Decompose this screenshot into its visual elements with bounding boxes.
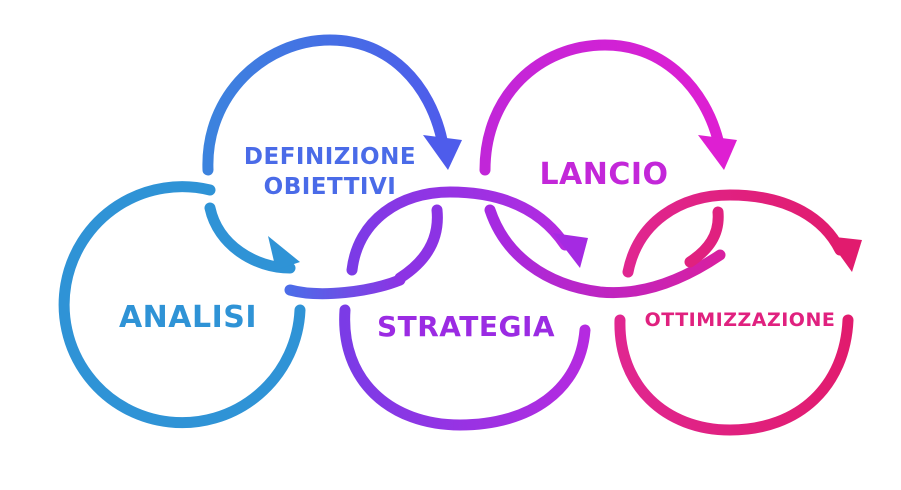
label-ottimizzazione: OTTIMIZZAZIONE <box>645 309 836 331</box>
arrow-head-icon <box>268 236 300 270</box>
arrow-head-icon <box>553 233 588 268</box>
ring-strategia <box>339 186 591 431</box>
ring-lancio <box>479 39 737 299</box>
label-analisi: ANALISI <box>119 300 257 335</box>
arrow-head-icon <box>423 135 462 170</box>
ring-definizione-obiettivi <box>202 34 462 300</box>
arrow-head-icon <box>826 236 862 272</box>
label-obiettivi: OBIETTIVI <box>264 174 397 200</box>
ring-ottimizzazione <box>614 189 862 436</box>
arrow-head-icon <box>698 135 737 170</box>
label-strategia: STRATEGIA <box>377 310 555 343</box>
ring-analisi <box>58 181 306 429</box>
label-definizione: DEFINIZIONE <box>244 144 416 170</box>
label-lancio: LANCIO <box>539 157 668 192</box>
